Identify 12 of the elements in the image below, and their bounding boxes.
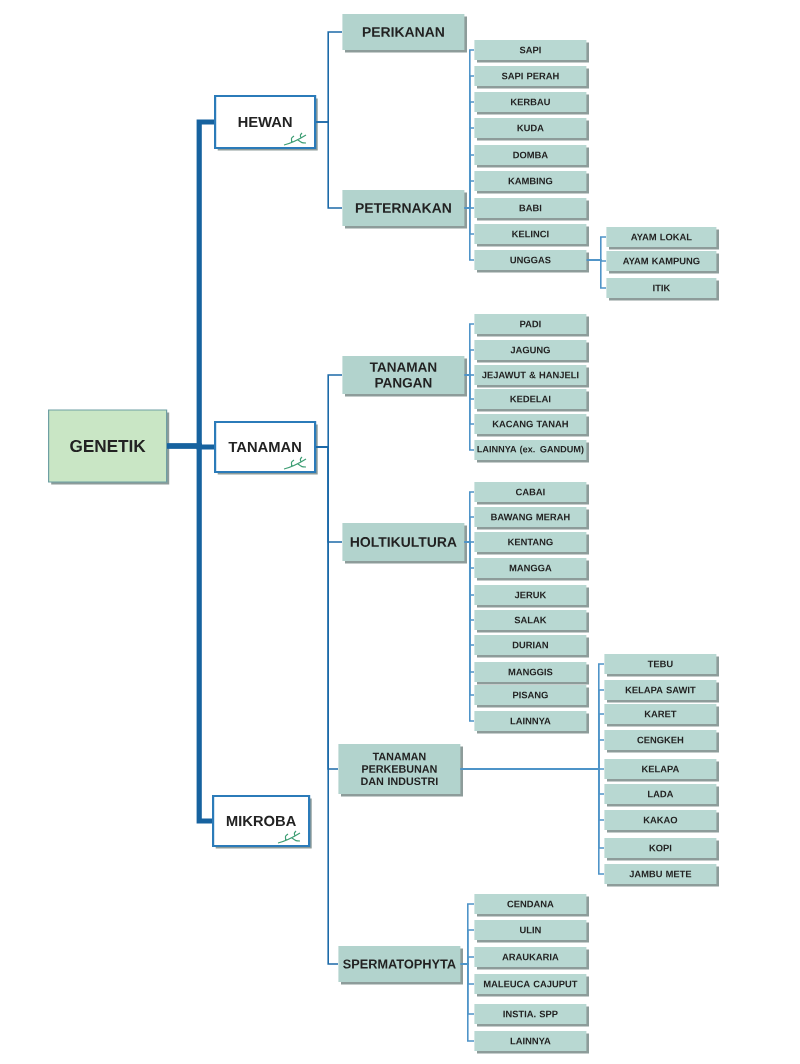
connector-line	[315, 446, 339, 965]
connector-line	[315, 121, 343, 209]
connector-line	[460, 768, 605, 875]
connector-line	[586, 259, 607, 289]
connector-line	[464, 516, 475, 543]
connector-line	[464, 180, 475, 209]
connector-line	[464, 349, 475, 376]
root-box: GENETIK	[48, 409, 170, 485]
connector-line	[464, 374, 475, 451]
connector-line	[460, 963, 475, 1042]
connector-line	[167, 443, 212, 824]
connector-line	[464, 207, 475, 261]
